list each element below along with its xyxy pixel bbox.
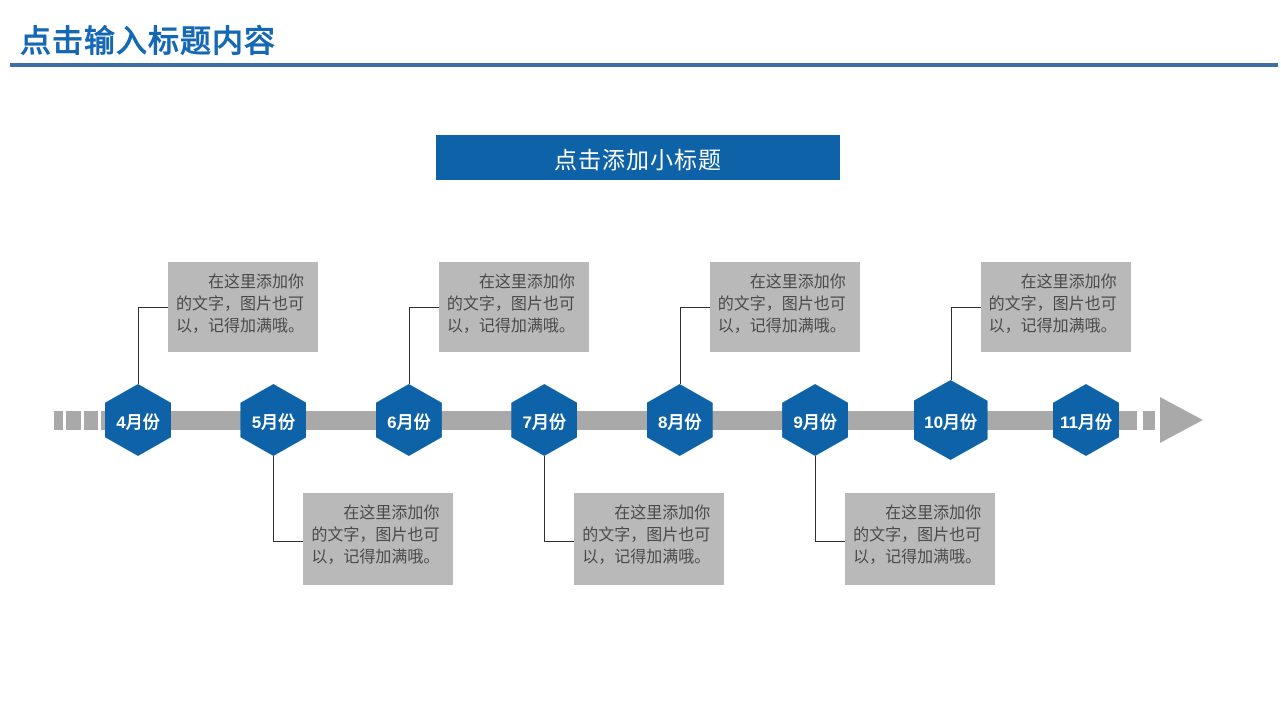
month-label: 10月份 <box>924 412 978 432</box>
month-label: 8月份 <box>657 412 702 432</box>
month-hexagon[interactable]: 11月份 <box>1053 384 1119 456</box>
month-label: 9月份 <box>793 412 837 432</box>
timeline-bar <box>101 411 1137 430</box>
timeline-note[interactable]: 在这里添加你的文字，图片也可以，记得加满哦。 <box>438 262 589 352</box>
month-hexagon[interactable]: 7月份 <box>511 384 578 456</box>
connector-line-horizontal <box>679 307 710 308</box>
month-hexagon[interactable]: 4月份 <box>105 384 171 456</box>
timeline-note[interactable]: 在这里添加你的文字，图片也可以，记得加满哦。 <box>303 493 454 585</box>
connector-line-vertical <box>408 307 410 384</box>
title-underline <box>10 63 1278 67</box>
note-text: 在这里添加你的文字，图片也可以，记得加满哦。 <box>988 274 1117 335</box>
connector-line-vertical <box>544 456 546 541</box>
connector-line-horizontal <box>273 541 304 542</box>
timeline-note[interactable]: 在这里添加你的文字，图片也可以，记得加满哦。 <box>709 262 860 352</box>
note-text: 在这里添加你的文字，图片也可以，记得加满哦。 <box>717 274 846 335</box>
timeline-dash-start-1 <box>54 411 63 430</box>
month-hexagon[interactable]: 9月份 <box>782 384 849 456</box>
connector-line-horizontal <box>408 307 439 308</box>
month-hexagon[interactable]: 8月份 <box>646 384 713 456</box>
connector-line-vertical <box>679 307 681 384</box>
note-text: 在这里添加你的文字，图片也可以，记得加满哦。 <box>853 505 982 566</box>
timeline-note[interactable]: 在这里添加你的文字，图片也可以，记得加满哦。 <box>845 493 996 585</box>
month-label: 6月份 <box>387 412 431 432</box>
connector-line-horizontal <box>138 307 168 308</box>
subtitle-text: 点击添加小标题 <box>554 146 722 173</box>
month-label: 5月份 <box>251 412 296 432</box>
connector-line-horizontal <box>950 307 981 308</box>
timeline-note[interactable]: 在这里添加你的文字，图片也可以，记得加满哦。 <box>574 493 725 585</box>
page-title[interactable]: 点击输入标题内容 <box>20 24 276 59</box>
connector-line-vertical <box>950 307 952 380</box>
note-text: 在这里添加你的文字，图片也可以，记得加满哦。 <box>176 274 305 335</box>
month-hexagon[interactable]: 5月份 <box>240 384 307 456</box>
timeline-note[interactable]: 在这里添加你的文字，图片也可以，记得加满哦。 <box>168 262 318 352</box>
month-label: 7月份 <box>522 412 567 432</box>
connector-line-vertical <box>273 456 275 541</box>
connector-line-horizontal <box>544 541 575 542</box>
timeline-dash-start-2 <box>66 411 81 430</box>
note-text: 在这里添加你的文字，图片也可以，记得加满哦。 <box>311 505 440 566</box>
connector-line-vertical <box>815 456 817 541</box>
month-label: 4月份 <box>116 412 160 432</box>
month-hexagon[interactable]: 10月份 <box>913 380 988 460</box>
note-text: 在这里添加你的文字，图片也可以，记得加满哦。 <box>582 505 711 566</box>
timeline-arrow-icon <box>1160 397 1203 443</box>
timeline-dash-start-3 <box>84 411 98 430</box>
subtitle-banner[interactable]: 点击添加小标题 <box>436 135 840 180</box>
timeline-dash-end <box>1143 411 1155 430</box>
month-hexagon[interactable]: 6月份 <box>375 384 442 456</box>
connector-line-vertical <box>138 307 139 384</box>
note-text: 在这里添加你的文字，图片也可以，记得加满哦。 <box>446 274 575 335</box>
month-label: 11月份 <box>1060 412 1112 432</box>
connector-line-horizontal <box>815 541 846 542</box>
timeline-note[interactable]: 在这里添加你的文字，图片也可以，记得加满哦。 <box>980 262 1131 352</box>
